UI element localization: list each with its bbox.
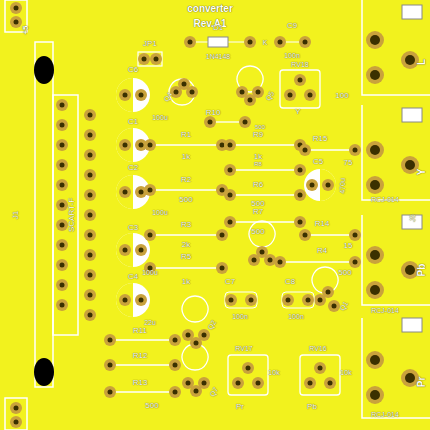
silkscreen-label: RCJ-014 (371, 196, 399, 203)
silkscreen-label: 100u (152, 209, 168, 216)
silkscreen-label: L (417, 59, 427, 65)
silkscreen-label: R8 (254, 161, 262, 167)
transistor-outlines (169, 66, 338, 370)
silkscreen-label: RCJ-014 (371, 307, 399, 314)
silkscreen-label: RCJ-014 (371, 411, 399, 418)
silkscreen-label: Y (417, 169, 427, 176)
silkscreen-label: R3 (181, 221, 191, 229)
silkscreen-label: 22u (144, 319, 156, 326)
silkscreen-label: R10 (206, 109, 221, 117)
electrolytic-caps (116, 78, 336, 317)
silkscreen-label: 500 (255, 124, 265, 130)
silkscreen-label: 100n (232, 313, 248, 320)
silkscreen-label: R14 (315, 220, 330, 228)
silkscreen-label: Q1 (339, 300, 350, 312)
silkscreen-label: R1 (181, 131, 191, 139)
silkscreen-label: C1 (128, 118, 138, 126)
silkscreen-label: 500 (251, 228, 264, 236)
silkscreen-label: R12 (133, 352, 148, 360)
silkscreen-label: Pr (417, 377, 427, 388)
silkscreen-label: C3 (128, 224, 138, 232)
silkscreen-label: Pb (307, 403, 317, 411)
silkscreen-label: J1 (12, 211, 20, 219)
silkscreen-label: SCART-F (68, 198, 76, 232)
silkscreen-label: Q5 (265, 90, 276, 102)
silkscreen-label: 1k (182, 278, 190, 286)
silkscreen-label: 100n (288, 313, 304, 320)
silkscreen-label: 100u (142, 269, 158, 276)
silkscreen-label: +5 (22, 25, 30, 34)
silkscreen-label: R9 (253, 131, 263, 139)
silkscreen-label: 10k (268, 369, 279, 376)
silkscreen-label: J5 (409, 214, 416, 221)
silkscreen-label: 100 (335, 92, 348, 100)
silkscreen-label: RV18 (291, 61, 308, 68)
scart-pins (56, 99, 96, 321)
silkscreen-label: R13 (133, 379, 148, 387)
scart-outline (35, 42, 78, 387)
silkscreen-label: Pb (417, 264, 427, 277)
silkscreen-label: Q2 (207, 319, 218, 331)
silkscreen-label: R5 (181, 253, 191, 261)
silkscreen-label: 15 (344, 242, 353, 250)
silkscreen-label: R2 (181, 176, 191, 184)
silkscreen-label: C7 (225, 278, 235, 286)
silkscreen-label: R4 (317, 247, 327, 255)
silkscreen-label: 100n (284, 52, 300, 59)
silkscreen-label: C4 (128, 273, 138, 281)
silkscreen-label: Q4 (163, 91, 174, 103)
silkscreen-label: C2 (128, 164, 138, 172)
silkscreen-label: 1k (182, 153, 190, 161)
silkscreen-label: JP1 (143, 40, 157, 48)
resistor-bodies (110, 122, 355, 392)
silkscreen-label: 1N4148 (206, 53, 231, 60)
silkscreen-label: Q7 (209, 386, 220, 398)
silkscreen-label: R15 (313, 135, 328, 143)
silkscreen-label: 100u (152, 114, 168, 121)
silkscreen-label: R6 (253, 181, 263, 189)
silkscreen-label: 10k (340, 369, 351, 376)
silkscreen-label: 500 (145, 402, 158, 410)
silkscreen-label: 500 (251, 200, 264, 208)
silkscreen-label: C5 (313, 158, 323, 166)
silkscreen-label: D1 (213, 24, 223, 32)
silkscreen-label: C9 (287, 22, 297, 30)
silkscreen-label: C6 (128, 66, 138, 74)
silkscreen-label: RV16 (309, 345, 326, 352)
silkscreen-label: RV17 (235, 345, 252, 352)
silkscreen-label: R7 (253, 208, 263, 216)
board-title: converter (187, 4, 233, 14)
silkscreen-label: 500 (338, 269, 351, 277)
silkscreen-label: 500 (179, 196, 192, 204)
silkscreen-label: C8 (285, 278, 295, 286)
silkscreen-label: 1k (254, 153, 262, 161)
silkscreen-label: R11 (133, 327, 147, 335)
silkscreen-label: K (263, 39, 268, 46)
silkscreen-label: 470u (339, 178, 346, 194)
silkscreen-label: 75 (344, 159, 353, 167)
trimmer-outlines (228, 70, 340, 395)
silkscreen-label: Y (295, 108, 300, 116)
silkscreen-label: 2k (182, 241, 190, 249)
silkscreen-label: Pr (236, 403, 244, 411)
rca-outlines (362, 0, 430, 418)
